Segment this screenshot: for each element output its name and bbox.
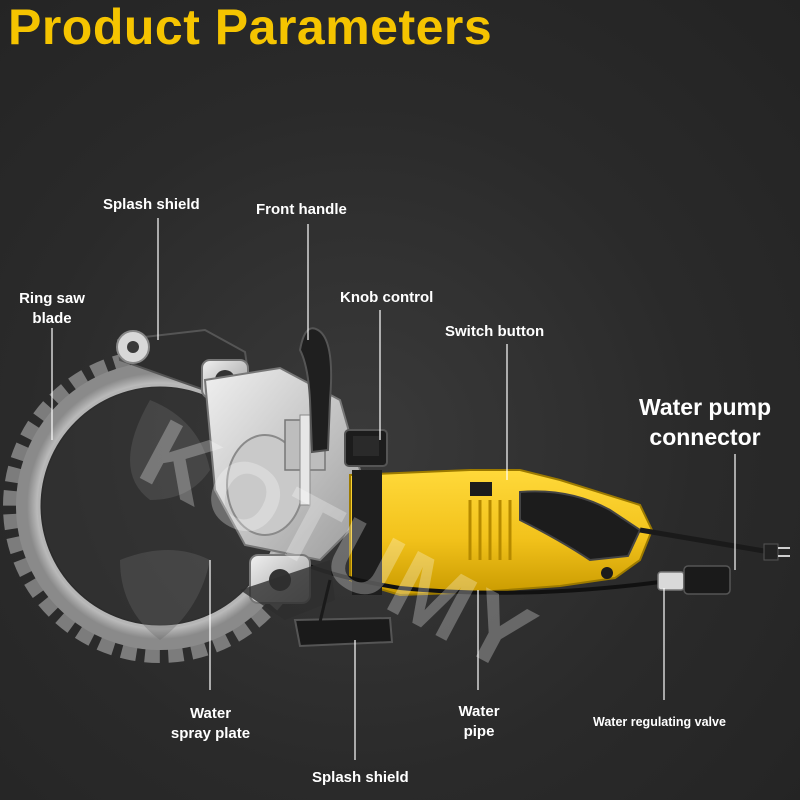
- label-water-pump-line1: Water pump: [638, 394, 772, 420]
- label-splash-shield-top: Splash shield: [103, 196, 200, 213]
- label-water-pump-line2: connector: [649, 424, 761, 450]
- label-water-pipe-line1: Water: [458, 703, 500, 720]
- water-pump-connector: [683, 565, 731, 595]
- label-water-spray-line2: spray plate: [170, 725, 251, 742]
- label-ring-saw-blade: Ring saw blade: [12, 289, 92, 329]
- water-regulating-valve: [657, 571, 685, 591]
- label-ring-saw-blade-line2: blade: [32, 310, 72, 327]
- label-water-pipe: Water pipe: [446, 702, 512, 742]
- knob-control: [344, 429, 388, 467]
- power-cord: [639, 527, 771, 555]
- page-title: Product Parameters: [8, 0, 493, 55]
- lower-roller-bracket: [240, 554, 335, 620]
- label-water-pipe-line2: pipe: [463, 723, 495, 740]
- label-water-regulating-valve: Water regulating valve: [593, 715, 726, 729]
- water-spray-fan: [120, 400, 210, 640]
- label-switch-button: Switch button: [445, 323, 545, 340]
- label-front-handle: Front handle: [256, 201, 347, 218]
- splash-shield-bottom: [293, 579, 394, 648]
- label-splash-shield-bottom: Splash shield: [312, 769, 409, 786]
- motor-housing: [349, 469, 654, 597]
- label-water-pump-connector: Water pump connector: [622, 392, 788, 452]
- leader-lines: [51, 218, 736, 760]
- label-knob-control: Knob control: [340, 289, 434, 306]
- label-water-spray-plate: Water spray plate: [158, 704, 263, 744]
- label-ring-saw-blade-line1: Ring saw: [19, 290, 85, 307]
- power-plug: [763, 543, 790, 561]
- label-water-spray-line1: Water: [189, 705, 232, 722]
